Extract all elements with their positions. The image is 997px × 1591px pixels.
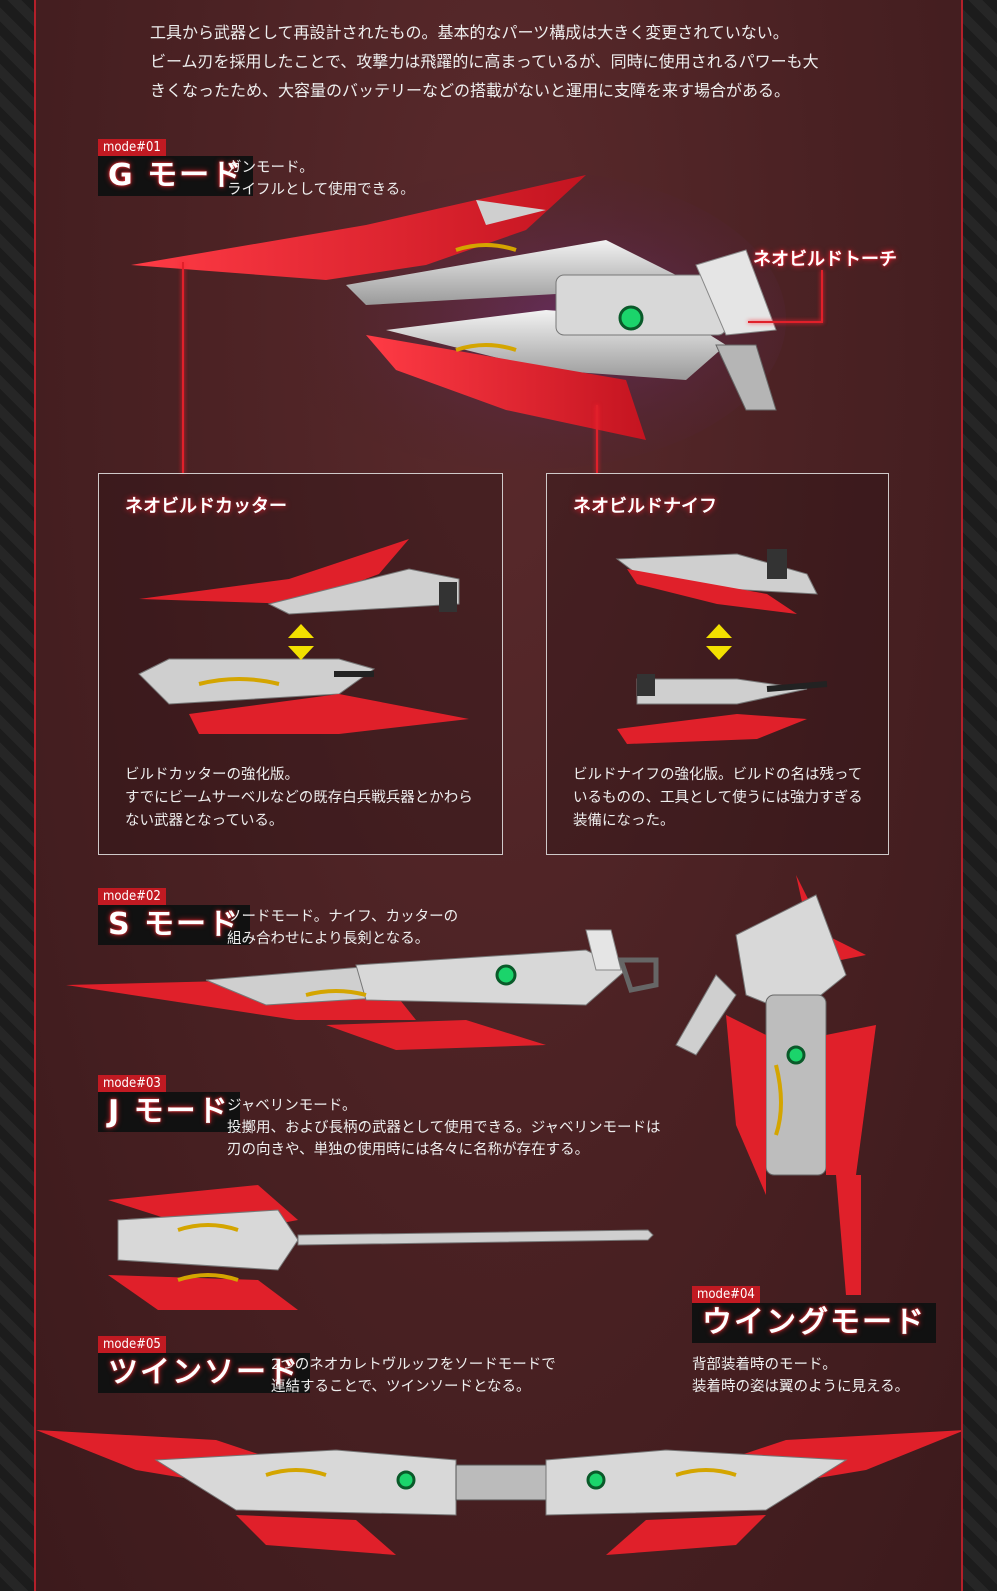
desc-line: 刃の向きや、単独の使用時には各々に名称が存在する。 <box>227 1142 590 1158</box>
desc-line: 2つのネオカレトヴルッフをソードモードで <box>271 1357 556 1373</box>
content-panel: 工具から武器として再設計されたもの。基本的なパーツ構成は大きく変更されていない。… <box>34 0 963 1591</box>
knife-description: ビルドナイフの強化版。ビルドの名は残って いるものの、工具として使うには強力すぎ… <box>573 764 863 833</box>
sword-mode-weapon-image <box>66 929 659 1050</box>
knife-title: ネオビルドナイフ <box>573 496 717 517</box>
desc-line: 組み合わせにより長剣となる。 <box>227 931 430 947</box>
mode-number: mode#01 <box>98 139 166 156</box>
cutter-image <box>138 539 469 734</box>
desc-line: ビルドナイフの強化版。ビルドの名は残って <box>573 767 863 783</box>
desc-line: ビルドカッターの強化版。 <box>125 767 299 783</box>
desc-line: いるものの、工具として使うには強力すぎる <box>573 790 863 806</box>
mode-s-tag: mode#02 S モード <box>98 888 251 945</box>
intro-line: きくなったため、大容量のバッテリーなどの搭載がないと運用に支障を来す場合がある。 <box>150 81 791 100</box>
mode-g-description: ガンモード。 ライフルとして使用できる。 <box>227 157 415 201</box>
intro-line: 工具から武器として再設計されたもの。基本的なパーツ構成は大きく変更されていない。 <box>150 23 789 42</box>
wing-mode-weapon-image <box>675 875 876 1295</box>
mode-t-description: 2つのネオカレトヴルッフをソードモードで 連結することで、ツインソードとなる。 <box>271 1354 556 1398</box>
intro-text: 工具から武器として再設計されたもの。基本的なパーツ構成は大きく変更されていない。… <box>150 18 870 105</box>
desc-line: 装備になった。 <box>573 813 675 829</box>
knife-connector-line <box>596 405 598 473</box>
mode-t-tag: mode#05 ツインソード <box>98 1336 310 1393</box>
cutter-title: ネオビルドカッター <box>125 496 287 517</box>
mode-name: J モード <box>98 1092 240 1132</box>
mode-s-description: ソードモード。ナイフ、カッターの 組み合わせにより長剣となる。 <box>227 906 458 950</box>
left-rail <box>0 0 36 1591</box>
desc-line: ない武器となっている。 <box>125 813 284 829</box>
cutter-connector-line <box>182 262 184 474</box>
callout-line <box>821 270 823 322</box>
desc-line: ライフルとして使用できる。 <box>227 182 415 198</box>
gun-mode-weapon-image <box>131 170 786 470</box>
callout-torch: ネオビルドトーチ <box>753 249 897 270</box>
mode-w-description: 背部装着時のモード。 装着時の姿は翼のように見える。 <box>692 1354 909 1398</box>
cutter-box: ネオビルドカッター ビルドカッターの強化版。 すでにビームサーベルなどの既存白兵… <box>98 473 503 855</box>
callout-line <box>748 321 823 323</box>
cutter-description: ビルドカッターの強化版。 すでにビームサーベルなどの既存白兵戦兵器とかわら ない… <box>125 764 473 833</box>
intro-line: ビーム刃を採用したことで、攻撃力は飛躍的に高まっているが、同時に使用されるパワー… <box>150 52 819 71</box>
javelin-mode-weapon-image <box>108 1185 654 1310</box>
desc-line: 装着時の姿は翼のように見える。 <box>692 1379 910 1395</box>
desc-line: 背部装着時のモード。 <box>692 1357 837 1373</box>
mode-number: mode#04 <box>692 1286 760 1303</box>
desc-line: ガンモード。 <box>227 160 314 176</box>
transform-arrows-icon <box>288 624 314 660</box>
desc-line: 投擲用、および長柄の武器として使用できる。ジャベリンモードは <box>227 1120 661 1136</box>
transform-arrows-icon <box>706 624 732 660</box>
mode-j-description: ジャベリンモード。 投擲用、および長柄の武器として使用できる。ジャベリンモードは… <box>227 1095 661 1161</box>
mode-name: ツインソード <box>98 1353 310 1393</box>
mode-number: mode#02 <box>98 888 166 905</box>
mode-name: S モード <box>98 905 251 945</box>
mode-w-tag: mode#04 ウイングモード <box>692 1286 936 1343</box>
mode-g-tag: mode#01 G モード <box>98 139 254 196</box>
desc-line: ソードモード。ナイフ、カッターの <box>227 909 459 925</box>
knife-box: ネオビルドナイフ ビルドナイフの強化版。ビルドの名は残って いるものの、工具とし… <box>546 473 889 855</box>
mode-name: ウイングモード <box>692 1303 936 1343</box>
right-rail <box>961 0 997 1591</box>
knife-image <box>615 549 828 744</box>
mode-number: mode#05 <box>98 1336 166 1353</box>
desc-line: ジャベリンモード。 <box>227 1098 357 1114</box>
desc-line: 連結することで、ツインソードとなる。 <box>271 1379 531 1395</box>
mode-j-tag: mode#03 J モード <box>98 1075 240 1132</box>
mode-name: G モード <box>98 156 254 196</box>
twin-sword-weapon-image <box>36 1430 961 1555</box>
desc-line: すでにビームサーベルなどの既存白兵戦兵器とかわら <box>125 790 473 806</box>
mode-number: mode#03 <box>98 1075 166 1092</box>
